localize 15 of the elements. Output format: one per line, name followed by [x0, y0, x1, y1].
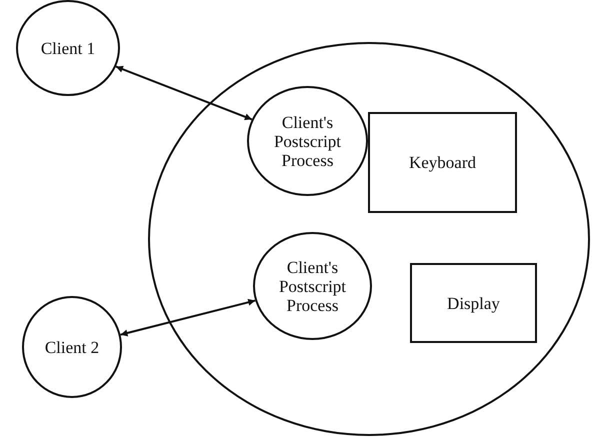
- device-box: [410, 263, 537, 343]
- node-label: Client's Postscript Process: [272, 112, 342, 170]
- client-circle: [16, 0, 120, 96]
- process-circle: [247, 86, 368, 196]
- client-circle: [22, 296, 122, 398]
- double-arrow: [120, 298, 256, 336]
- node-label: Client's Postscript Process: [278, 258, 348, 314]
- process-circle: [253, 232, 372, 340]
- device-box: [368, 112, 517, 213]
- system-circle: [148, 42, 590, 436]
- node-label: Client 2: [44, 338, 100, 356]
- node-label: Client 1: [40, 38, 96, 58]
- double-arrow: [116, 66, 252, 120]
- node-label: Keyboard: [408, 153, 476, 172]
- node-label: Display: [447, 294, 500, 312]
